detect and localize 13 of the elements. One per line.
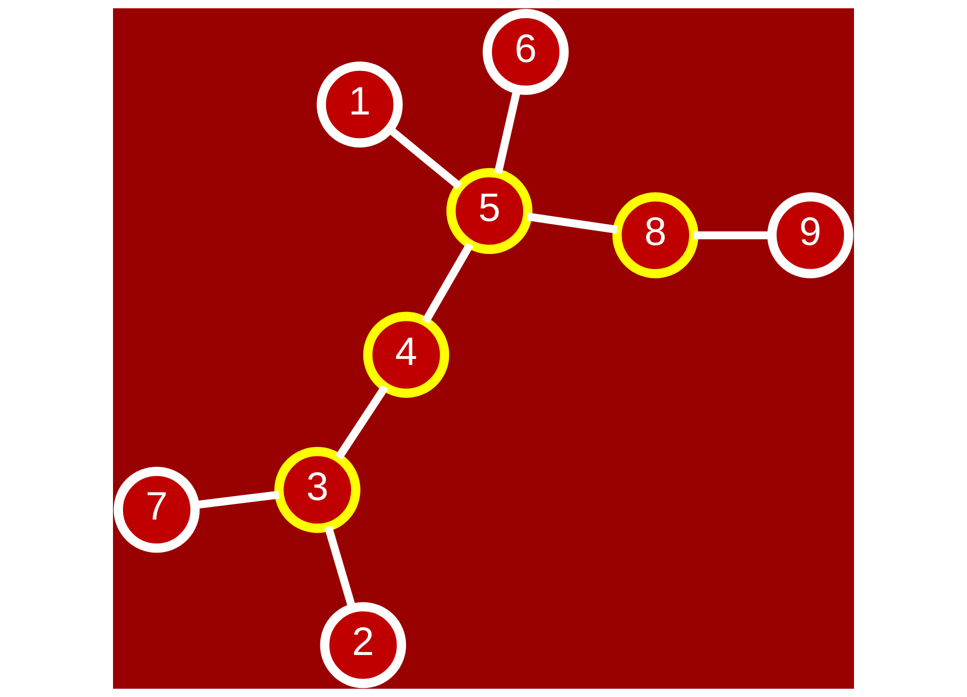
node-circle: 9 xyxy=(767,192,854,278)
connector xyxy=(422,242,474,324)
node-circle: 6 xyxy=(482,8,569,95)
node-circle: 8 xyxy=(612,192,698,278)
node-circle: 7 xyxy=(114,466,200,553)
connector xyxy=(335,384,388,460)
connector xyxy=(387,126,462,190)
node-circle: 2 xyxy=(320,602,406,688)
node-circle: 3 xyxy=(274,446,360,533)
node-circle: 5 xyxy=(446,168,532,254)
connector xyxy=(526,212,618,234)
node-circle: 4 xyxy=(363,312,450,398)
node-circle: 1 xyxy=(316,62,403,148)
